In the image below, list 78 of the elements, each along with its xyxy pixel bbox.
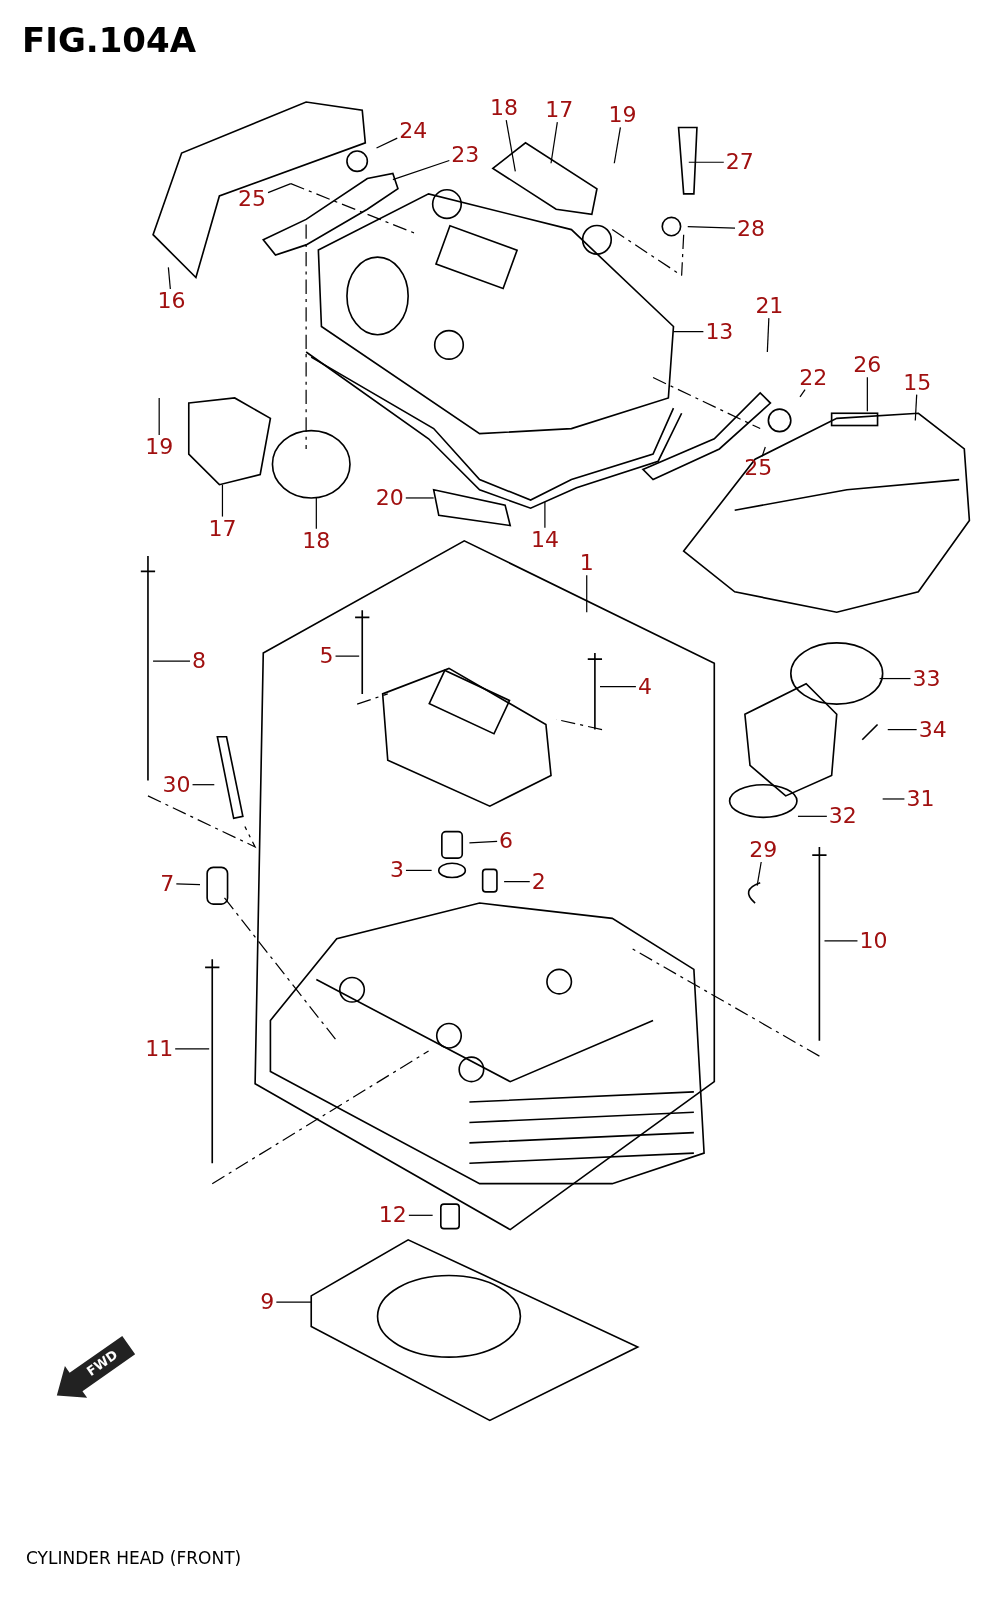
leader-line: [267, 183, 292, 194]
callout-number: 17: [206, 516, 239, 541]
leader-line: [866, 376, 868, 412]
callout-number: 13: [703, 319, 736, 344]
callout-number: 29: [747, 838, 780, 862]
callout-number: 25: [742, 456, 775, 481]
callout-number: 5: [317, 644, 336, 669]
leader-line: [167, 266, 171, 290]
leader-line: [408, 1214, 434, 1216]
callout-number: 33: [910, 666, 943, 691]
callout-number: 22: [797, 365, 830, 390]
callout-number: 6: [497, 828, 516, 853]
leader-line: [275, 1301, 312, 1303]
leader-line: [315, 497, 317, 530]
leader-line: [175, 883, 201, 886]
leader-line: [756, 861, 762, 887]
callout-number: 9: [258, 1290, 277, 1315]
leader-line: [405, 497, 435, 499]
figure-caption: CYLINDER HEAD (FRONT): [26, 1548, 242, 1568]
callout-number: 18: [300, 528, 333, 553]
callout-number: 30: [160, 772, 193, 797]
leader-line: [672, 331, 704, 333]
leader-line: [882, 798, 905, 800]
callout-number: 8: [189, 649, 208, 674]
leader-line: [613, 126, 621, 164]
leader-line: [158, 397, 160, 436]
callout-number: 1: [577, 551, 596, 576]
callout-number: 27: [723, 150, 756, 175]
callout-number: 19: [143, 434, 176, 459]
callout-number: 26: [851, 353, 884, 378]
leader-line: [468, 840, 498, 844]
leader-line: [334, 655, 360, 657]
leader-line: [761, 446, 766, 457]
callout-number: 16: [155, 289, 188, 313]
leader-line: [221, 484, 224, 518]
leader-line: [375, 137, 398, 149]
leader-line: [191, 784, 215, 786]
callout-number: 21: [753, 294, 786, 319]
callout-number: 32: [826, 804, 859, 829]
callout-number: 2: [529, 869, 548, 894]
leader-line: [586, 574, 588, 613]
callout-number: 12: [376, 1203, 409, 1228]
leader-line: [887, 729, 918, 731]
leader-line: [599, 686, 637, 688]
leader-line: [405, 869, 433, 871]
leader-line: [766, 317, 770, 353]
leader-line: [152, 660, 191, 662]
leader-line: [505, 119, 516, 173]
callout-number: 20: [373, 485, 406, 510]
callout-number: 23: [449, 143, 482, 168]
leader-line: [879, 677, 912, 680]
callout-number: 7: [158, 871, 177, 896]
callout-number: 14: [528, 527, 561, 552]
callout-number: 34: [916, 717, 949, 742]
callout-number: 24: [397, 118, 430, 143]
callout-number: 25: [236, 186, 269, 211]
callout-number: 4: [635, 674, 654, 699]
callout-number: 31: [904, 786, 937, 811]
leader-line: [797, 815, 828, 817]
callout-number: 3: [387, 858, 406, 883]
callout-number: 15: [901, 370, 934, 395]
leader-line: [688, 161, 725, 163]
callout-number: 28: [735, 216, 767, 241]
leader-line: [799, 388, 806, 398]
leader-line: [550, 121, 558, 164]
callout-number: 11: [143, 1036, 176, 1061]
figure-title: FIG.104A: [22, 20, 196, 60]
leader-line: [823, 940, 859, 942]
leader-line: [503, 881, 531, 883]
leader-line: [392, 159, 450, 181]
callout-number: 10: [857, 928, 890, 953]
leader-line: [174, 1048, 210, 1050]
leader-line: [544, 501, 546, 529]
callout-number: 18: [488, 96, 521, 121]
leader-line: [687, 225, 736, 229]
leader-line: [914, 394, 918, 422]
callout-number: 19: [606, 103, 639, 128]
callout-number: 17: [543, 98, 576, 123]
